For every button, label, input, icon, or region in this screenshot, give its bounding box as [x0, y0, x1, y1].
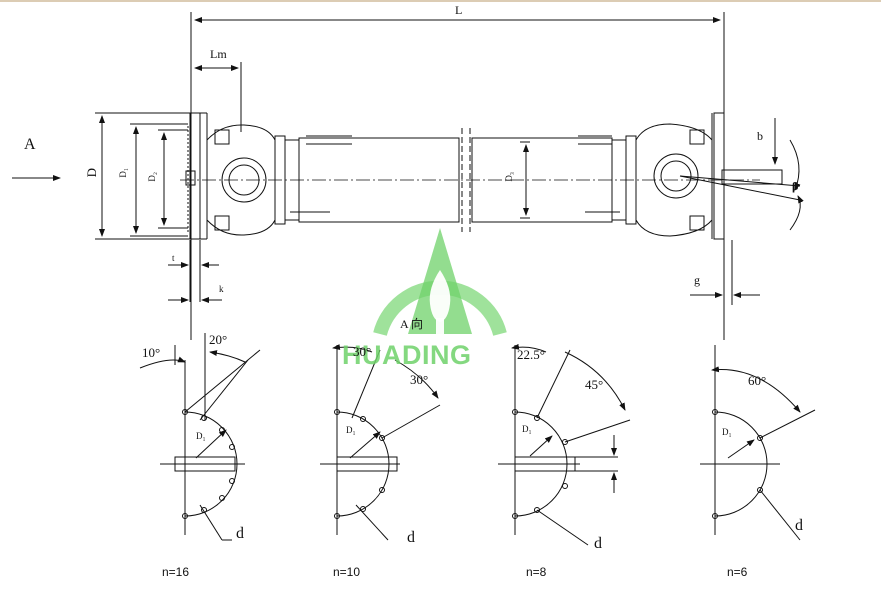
flange-1-diameter-label: D₁ [196, 431, 206, 441]
k-label: k [219, 284, 224, 294]
flange-3-diameter-label: D₁ [522, 424, 532, 434]
flange-2-angle-b: 30° [410, 372, 429, 387]
flange-view-4 [700, 345, 816, 541]
t-label: t [172, 253, 175, 263]
b-label: b [757, 129, 763, 143]
diameter-dimensions [95, 112, 530, 240]
d-label: D [84, 168, 99, 178]
left-flange [185, 112, 208, 240]
beta-label: β [792, 179, 799, 193]
lm-dimension [194, 62, 242, 132]
right-flange [679, 112, 801, 240]
g-b-beta-dimensions [690, 118, 804, 305]
flange-4-diameter-label: D₁ [722, 427, 732, 437]
flange-1-angle-a: 10° [142, 345, 161, 360]
d1-label: D₁ [118, 168, 128, 178]
flange-4-hole-label: d [795, 517, 803, 534]
d3-label: D₃ [504, 172, 514, 182]
flange-2-hole-label: d [407, 529, 415, 546]
overall-length-label: L [455, 3, 463, 17]
flange-4-angle-a: 60° [748, 373, 767, 388]
flange-view-3 [498, 343, 631, 546]
brand-name: HUADING [342, 340, 472, 370]
flange-3-bolt-count: n=8 [526, 565, 547, 579]
flange-1-hole-label: d [236, 525, 244, 542]
lm-label: Lm [210, 47, 227, 61]
view-a-label: A [24, 136, 36, 153]
flange-1-angle-b: 20° [209, 332, 228, 347]
flange-1-bolt-count: n=16 [162, 565, 190, 579]
flange-3-angle-a: 22.5° [517, 347, 545, 362]
right-yoke [611, 123, 713, 237]
g-label: g [694, 273, 700, 287]
left-yoke [206, 124, 300, 236]
flange-2-angle-a: 30° [353, 344, 372, 359]
flange-2-diameter-label: D₁ [346, 425, 356, 435]
flange-3-angle-b: 45° [585, 377, 604, 392]
flange-view-2 [320, 344, 441, 541]
t-k-dimensions [168, 240, 222, 303]
flange-4-bolt-count: n=6 [727, 565, 748, 579]
direction-caption: A 向 [400, 317, 424, 331]
d2-label: D₂ [147, 172, 157, 182]
flange-2-bolt-count: n=10 [333, 565, 361, 579]
flange-view-1 [139, 333, 261, 541]
huading-logo [373, 228, 507, 336]
flange-3-hole-label: d [594, 535, 602, 552]
